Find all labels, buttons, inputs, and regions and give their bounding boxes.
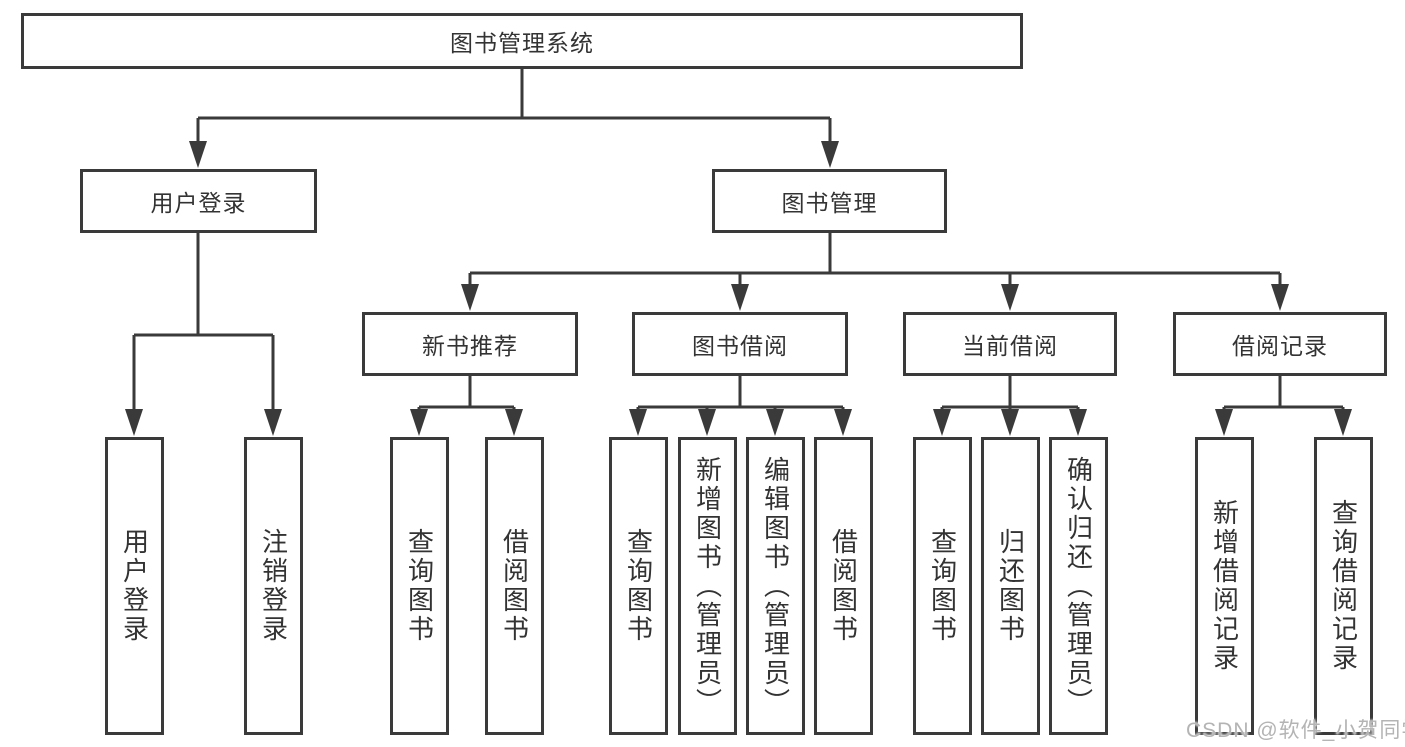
leaf-user-login: 用户登录 <box>105 437 164 735</box>
leaf-query-books-recommend: 查询图书 <box>390 437 449 735</box>
node-label: 借阅图书 <box>499 528 530 644</box>
node-label: 用户登录 <box>119 528 150 644</box>
node-label: 查询图书 <box>927 528 958 644</box>
node-label: 图书借阅 <box>692 333 788 359</box>
node-label: 归还图书 <box>995 528 1026 644</box>
node-label: 借阅记录 <box>1232 333 1328 359</box>
node-current-borrowing: 当前借阅 <box>903 312 1117 376</box>
leaf-query-borrow-record: 查询借阅记录 <box>1314 437 1373 735</box>
leaf-query-books-borrowing: 查询图书 <box>609 437 668 735</box>
leaf-confirm-return-admin: 确认归还（管理员） <box>1049 437 1108 735</box>
node-label: 编辑图书（管理员） <box>760 455 791 717</box>
node-label: 图书管理系统 <box>450 30 594 56</box>
node-borrowing-records: 借阅记录 <box>1173 312 1387 376</box>
leaf-return-books: 归还图书 <box>981 437 1040 735</box>
node-book-management: 图书管理 <box>712 169 947 233</box>
node-book-borrowing: 图书借阅 <box>632 312 848 376</box>
node-label: 当前借阅 <box>962 333 1058 359</box>
node-label: 注销登录 <box>258 528 289 644</box>
node-label: 确认归还（管理员） <box>1063 455 1094 717</box>
leaf-add-books-admin: 新增图书（管理员） <box>678 437 737 735</box>
node-book-management-system: 图书管理系统 <box>21 13 1023 69</box>
arrowheads <box>125 141 1352 436</box>
node-label: 借阅图书 <box>828 528 859 644</box>
node-label: 查询图书 <box>404 528 435 644</box>
node-label: 新书推荐 <box>422 333 518 359</box>
leaf-borrow-books: 借阅图书 <box>814 437 873 735</box>
node-label: 新增图书（管理员） <box>692 455 723 717</box>
leaf-logout: 注销登录 <box>244 437 303 735</box>
leaf-borrow-books-recommend: 借阅图书 <box>485 437 544 735</box>
node-label: 查询借阅记录 <box>1328 499 1359 673</box>
node-label: 新增借阅记录 <box>1209 499 1240 673</box>
node-label: 图书管理 <box>781 190 878 216</box>
leaf-query-books-current: 查询图书 <box>913 437 972 735</box>
csdn-watermark: CSDN @软件_小贺同学 <box>1186 719 1405 742</box>
leaf-edit-books-admin: 编辑图书（管理员） <box>746 437 805 735</box>
node-user-login: 用户登录 <box>80 169 317 233</box>
node-label: 用户登录 <box>150 190 247 216</box>
node-new-book-recommend: 新书推荐 <box>362 312 578 376</box>
leaf-add-borrow-record: 新增借阅记录 <box>1195 437 1254 735</box>
node-label: 查询图书 <box>623 528 654 644</box>
